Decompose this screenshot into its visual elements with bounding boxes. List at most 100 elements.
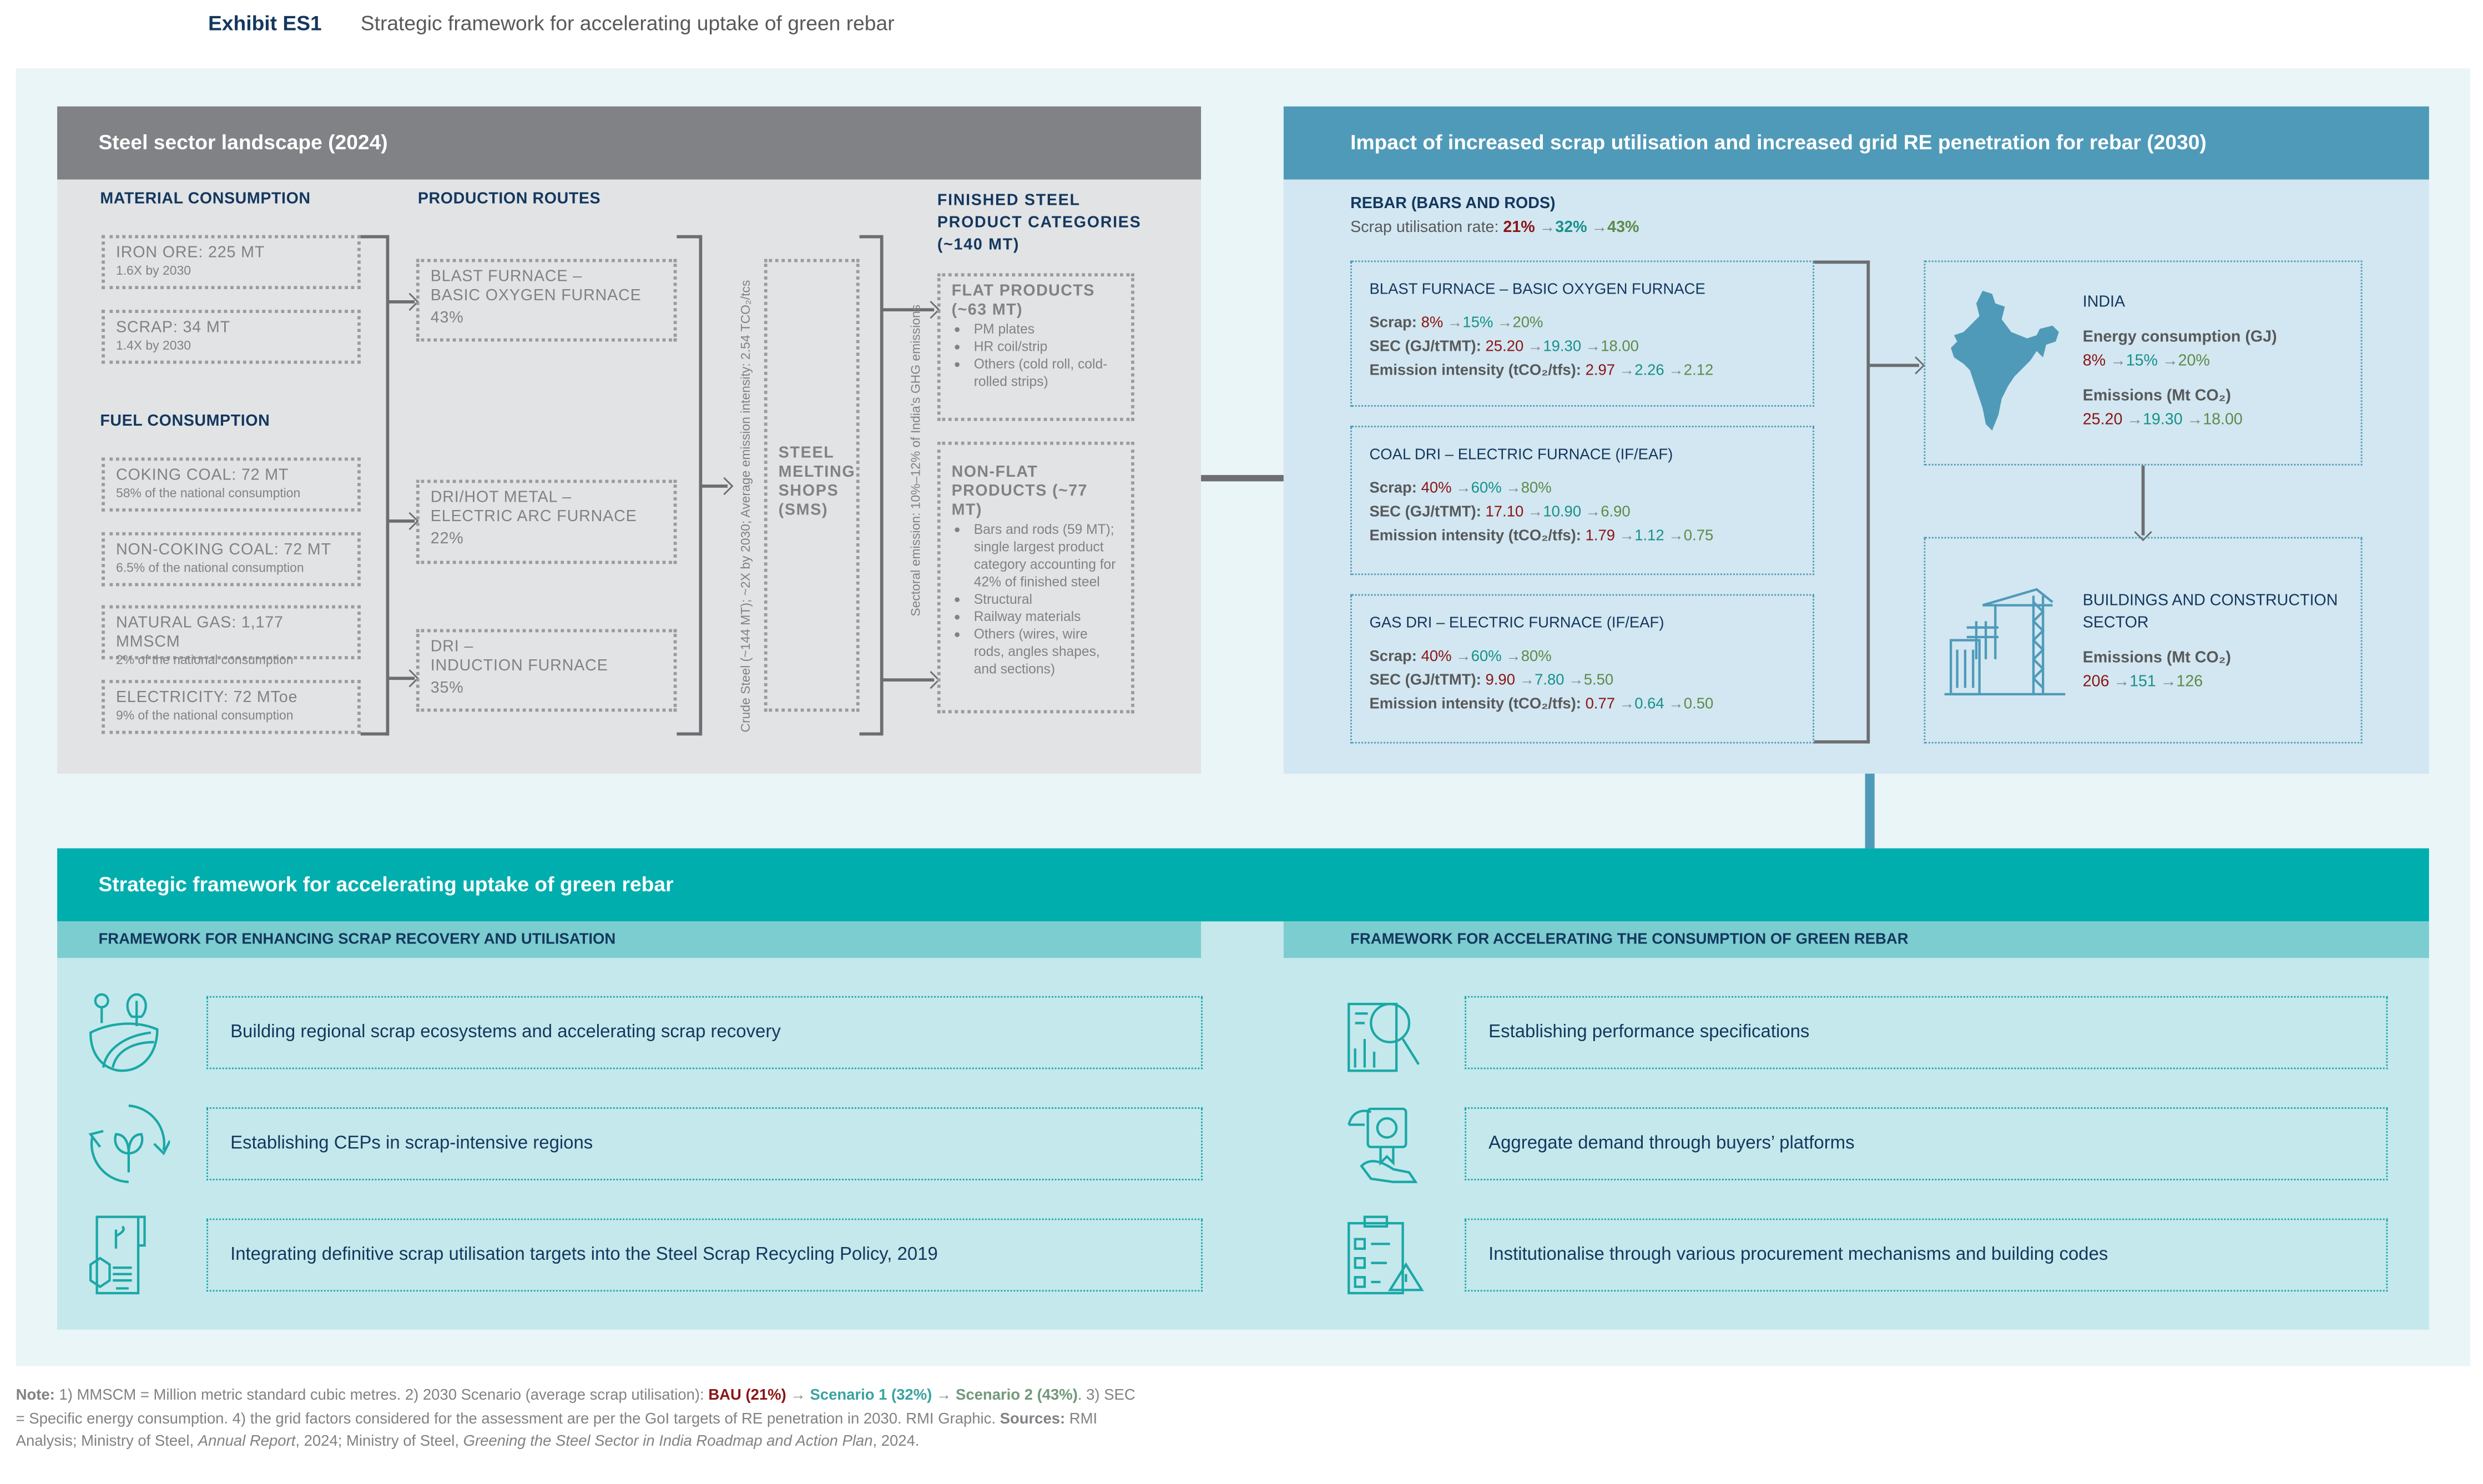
bau-value: 21%: [1503, 219, 1535, 237]
scenario1-value: 10.90: [1523, 503, 1581, 521]
route-name: DRI –: [430, 638, 474, 657]
scenario2-value: 20%: [1493, 315, 1543, 332]
fuel-name: NATURAL GAS: 1,177 MMSCM: [115, 614, 284, 652]
metric-label: Emission intensity (tCO₂/tfs):: [1369, 362, 1581, 380]
list-item: Bars and rods (59 MT); single largest pr…: [974, 521, 1120, 591]
non-flat-products-title: NON-FLAT PRODUCTS (~77 MT): [951, 463, 1088, 520]
footnote: Note: 1) MMSCM = Million metric standard…: [16, 1386, 1135, 1451]
route-share: 43%: [430, 310, 464, 327]
fuel-name: COKING COAL: 72 MT: [115, 467, 289, 485]
bracket-line: [1866, 260, 1869, 744]
india-title: INDIA: [2082, 294, 2126, 312]
scenario2-value: 5.50: [1565, 672, 1614, 689]
scenario2-value: 0.75: [1664, 527, 1714, 544]
arrow-line: [1868, 364, 1919, 367]
framework-right-subheader: FRAMEWORK FOR ACCELERATING THE CONSUMPTI…: [1283, 921, 2429, 958]
scenario1-value: 19.30: [1523, 339, 1581, 356]
scenario1-value: 19.30: [2122, 411, 2182, 428]
scenario1-value: 7.80: [1515, 672, 1565, 689]
framework-left-subheader: FRAMEWORK FOR ENHANCING SCRAP RECOVERY A…: [57, 921, 1202, 958]
material-sub: 1.6X by 2030: [115, 264, 191, 278]
construction-crane-icon: [1944, 588, 2066, 696]
metric-label: SEC (GJ/tTMT):: [1369, 672, 1481, 690]
scenario2-value: 18.00: [2183, 411, 2243, 428]
bracket-line: [859, 235, 882, 238]
framework-header: Strategic framework for accelerating upt…: [57, 848, 2429, 922]
route-share: 22%: [430, 531, 464, 548]
framework-item-scrap-targets: Integrating definitive scrap utilisation…: [206, 1218, 1203, 1292]
route-title: COAL DRI – ELECTRIC FURNACE (IF/EAF): [1369, 446, 1673, 464]
bau-value: 40%: [1421, 648, 1452, 666]
framework-item-institutionalise: Institutionalise through various procure…: [1465, 1218, 2388, 1292]
scenario1-value: 2.26: [1615, 362, 1664, 380]
arrow-line: [881, 678, 935, 681]
route-name: DRI/HOT METAL –: [430, 489, 572, 507]
bau-value: 25.20: [1485, 338, 1524, 356]
note-text: . 3) SEC = Specific energy consumption. …: [16, 1386, 1135, 1427]
sectoral-note: Sectoral emission: 10%–12% of India's GH…: [909, 304, 923, 617]
route-bf-bof: BLAST FURNACE – BASIC OXYGEN FURNACE 43%: [416, 259, 677, 342]
metric-label: SEC (GJ/tTMT):: [1369, 503, 1481, 521]
buildings-emissions-label: Emissions (Mt CO₂): [2082, 649, 2231, 668]
note-scenario2: Scenario 2 (43%): [956, 1386, 1078, 1405]
production-routes-label: PRODUCTION ROUTES: [417, 190, 601, 208]
bracket-line: [677, 732, 701, 735]
metric-label: Emission intensity (tCO₂/tfs):: [1369, 695, 1581, 714]
framework-panel: [57, 921, 2429, 1330]
exhibit-title: Strategic framework for accelerating upt…: [360, 11, 895, 35]
land-tree-location-icon: [89, 993, 159, 1072]
impact-route-gas-dri: GAS DRI – ELECTRIC FURNACE (IF/EAF) Scra…: [1350, 594, 1814, 744]
bracket-line: [386, 235, 389, 736]
landscape-header: Steel sector landscape (2024): [57, 106, 1202, 180]
impact-header: Impact of increased scrap utilisation an…: [1283, 106, 2429, 180]
fuel-sub: 2% of the national consumption: [115, 653, 294, 668]
list-item: Others (cold roll, cold-rolled strips): [974, 356, 1120, 391]
note-scenario1: Scenario 1 (32%): [810, 1386, 932, 1405]
bracket-line: [360, 732, 388, 735]
note-label: Note:: [16, 1386, 55, 1405]
metric-label: Emission intensity (tCO₂/tfs):: [1369, 527, 1581, 545]
flat-products-list: PM plates HR coil/strip Others (cold rol…: [952, 321, 1120, 391]
rebar-label: REBAR (BARS AND RODS): [1350, 195, 1556, 213]
impact-route-coal-dri: COAL DRI – ELECTRIC FURNACE (IF/EAF) Scr…: [1350, 426, 1814, 576]
route-title: GAS DRI – ELECTRIC FURNACE (IF/EAF): [1369, 614, 1664, 633]
panel-connector: [1201, 475, 1284, 482]
bau-value: 206: [2082, 673, 2109, 691]
fuel-sub: 9% of the national consumption: [115, 708, 294, 723]
fuel-name: ELECTRICITY: 72 MToe: [115, 689, 298, 707]
scenario1-value: 60%: [1452, 479, 1502, 497]
bau-value: 8%: [1421, 314, 1444, 332]
note-text: , 2024.: [872, 1432, 920, 1451]
bau-value: 25.20: [2082, 411, 2123, 429]
list-item: PM plates: [974, 321, 1120, 338]
scenario2-value: 80%: [1502, 648, 1552, 665]
india-box: INDIA Energy consumption (GJ) 8%15%20% E…: [1924, 260, 2363, 466]
bau-value: 40%: [1421, 479, 1452, 497]
note-text: , 2024; Ministry of Steel,: [295, 1432, 463, 1451]
bau-value: 9.90: [1485, 672, 1516, 690]
scenario1-value: 151: [2109, 674, 2156, 691]
bau-value: 2.97: [1585, 362, 1616, 380]
framework-item-scrap-ecosystems: Building regional scrap ecosystems and a…: [206, 996, 1203, 1069]
india-map-icon: [1951, 290, 2059, 431]
scenario2-value: 0.50: [1664, 696, 1714, 713]
note-text: RMI Analysis; Ministry of Steel,: [16, 1410, 1098, 1451]
material-consumption-label: MATERIAL CONSUMPTION: [100, 190, 311, 208]
route-name: ELECTRIC ARC FURNACE: [430, 508, 637, 526]
metric-label: Scrap:: [1369, 648, 1417, 666]
bracket-line: [880, 235, 883, 736]
framework-item-aggregate-demand: Aggregate demand through buyers’ platfor…: [1465, 1107, 2388, 1180]
material-scrap: SCRAP: 34 MT 1.4X by 2030: [102, 310, 361, 364]
fuel-natural-gas: NATURAL GAS: 1,177 MMSCM 2% of the natio…: [102, 605, 361, 667]
scenario2-value: 126: [2156, 674, 2203, 691]
crude-steel-note: Crude Steel (~144 MT); ~2X by 2030; Aver…: [739, 280, 753, 733]
route-name: INDUCTION FURNACE: [430, 658, 608, 675]
route-dri-if: DRI – INDUCTION FURNACE 35%: [416, 629, 677, 712]
scenario1-value: 15%: [2106, 352, 2158, 370]
scrap-rate: Scrap utilisation rate: 21%32%43%: [1350, 219, 1639, 236]
flat-products-title: FLAT PRODUCTS (~63 MT): [951, 282, 1095, 320]
bau-value: 8%: [2082, 352, 2106, 370]
scenario2-value: 80%: [1502, 479, 1552, 497]
scenario1-value: 15%: [1443, 315, 1493, 332]
framework-connector: [1865, 774, 1875, 849]
